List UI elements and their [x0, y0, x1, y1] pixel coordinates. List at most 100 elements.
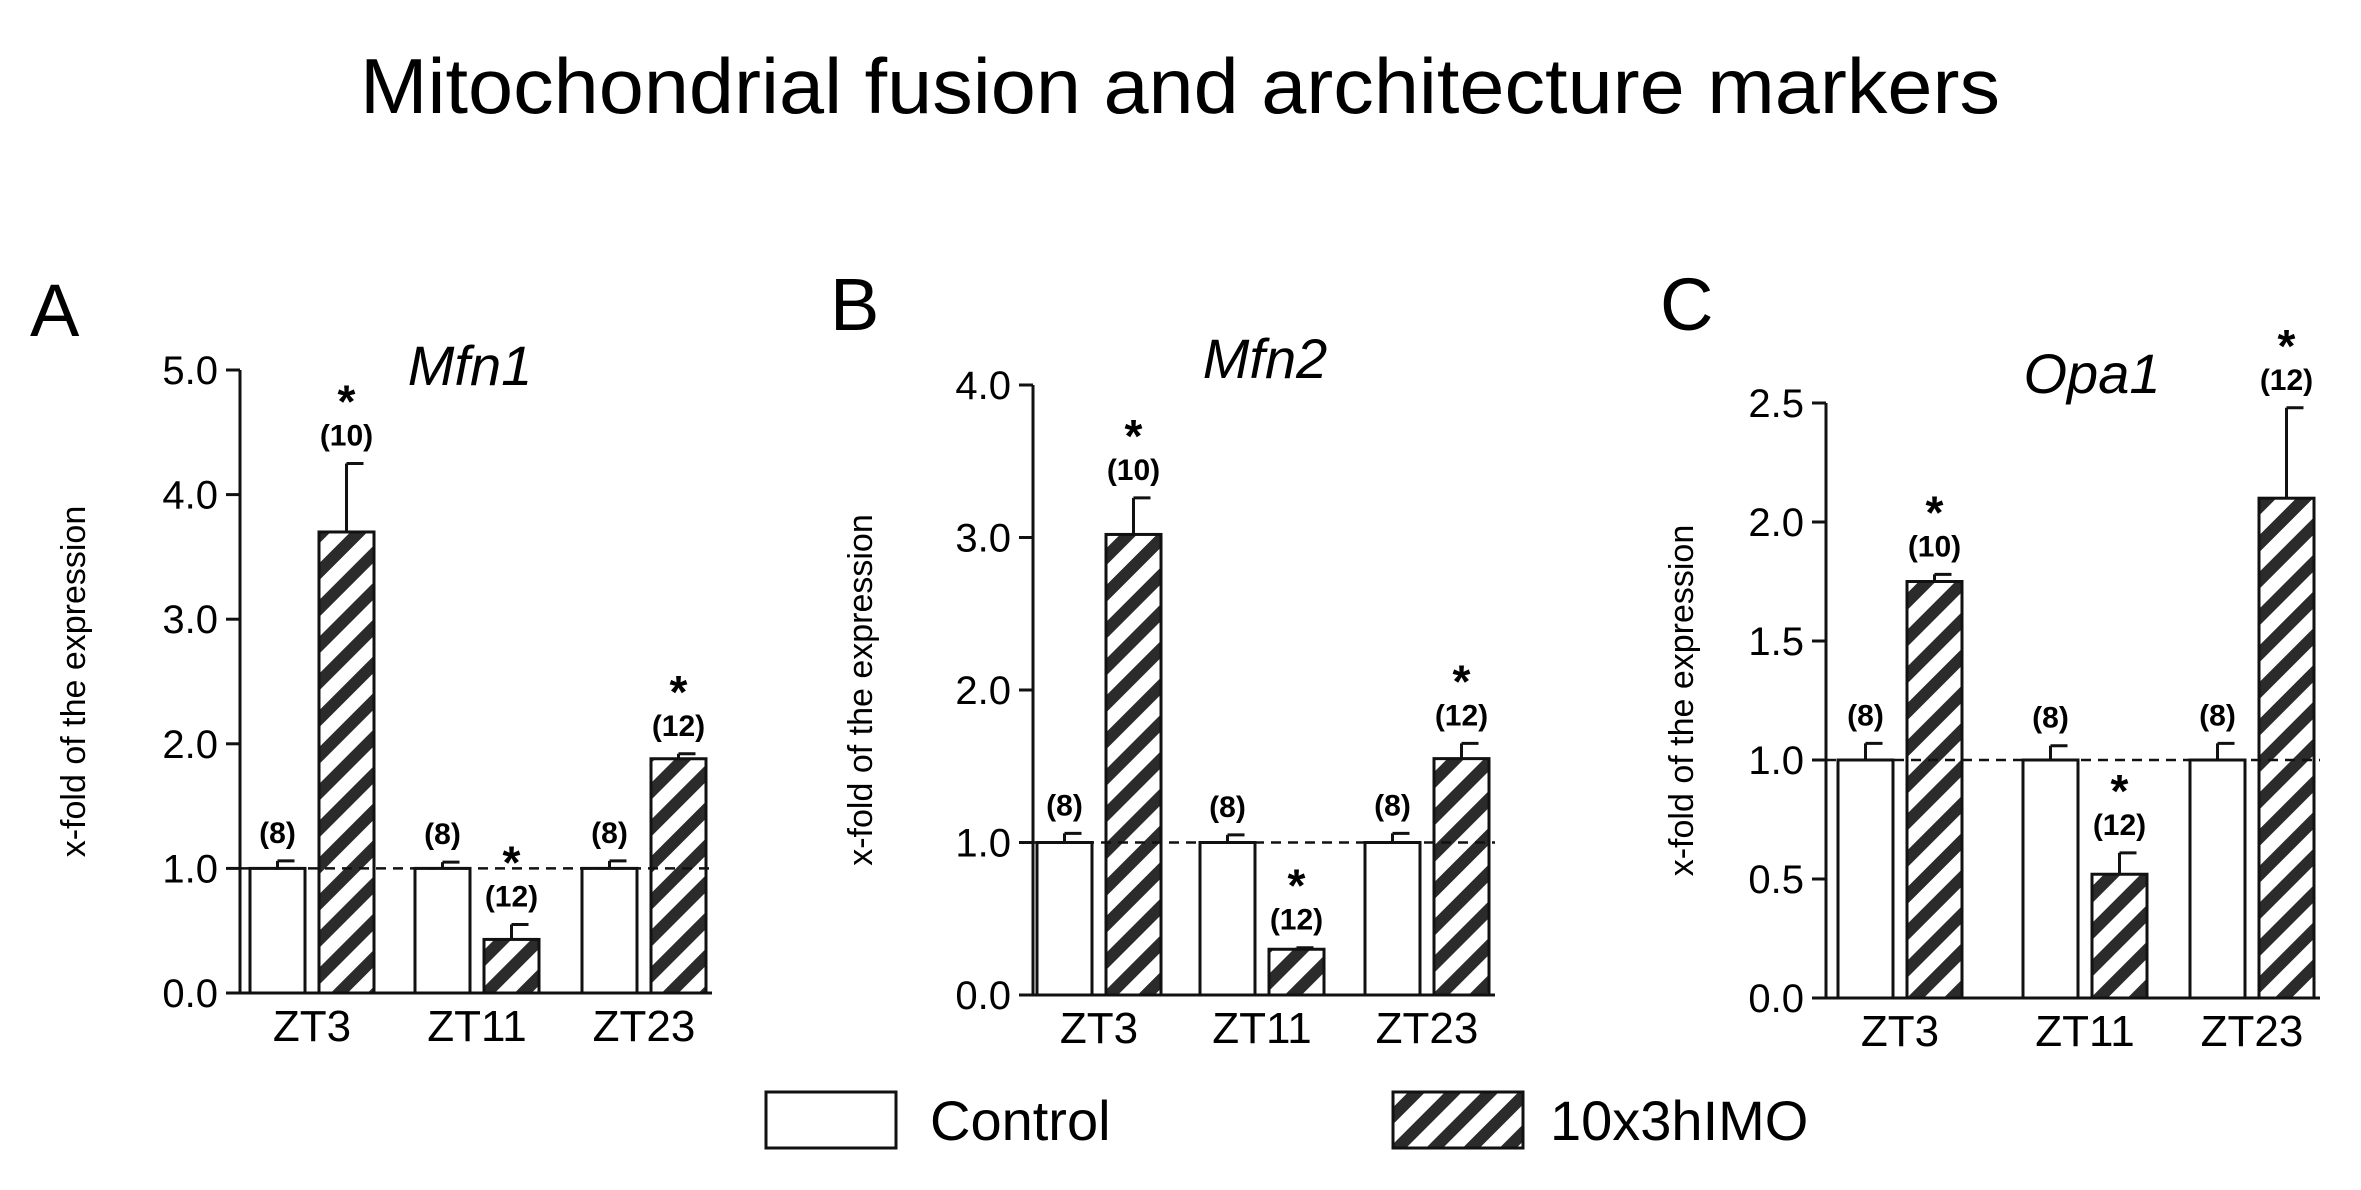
bar-group-zt3: (8) (10)* ZT3 [248, 375, 376, 1051]
significance-star: * [2278, 320, 2296, 372]
significance-star: * [2111, 765, 2129, 817]
bar-imo [1905, 580, 1964, 1000]
bar-control [2188, 758, 2247, 1000]
bar-imo [317, 530, 376, 995]
x-category-label: ZT11 [1212, 1004, 1311, 1053]
y-tick-label: 0.0 [1748, 977, 1804, 1021]
bar-group-zt3: (8) (10)* ZT3 [1836, 486, 1964, 1056]
x-category-label: ZT3 [1060, 1004, 1138, 1053]
bar-control [248, 866, 307, 995]
y-tick-label: 3.0 [955, 517, 1011, 561]
x-category-label: ZT3 [273, 1002, 351, 1051]
y-tick-label: 1.0 [162, 847, 218, 891]
legend-swatch [764, 1090, 898, 1150]
y-tick-label: 0.0 [955, 974, 1011, 1018]
panel-letter: C [1660, 263, 1713, 346]
n-label: (12) [652, 710, 705, 743]
y-tick-label: 1.0 [955, 822, 1011, 866]
legend-label: 10x3hIMO [1550, 1089, 1808, 1152]
n-label: (10) [1107, 454, 1160, 487]
x-category-label: ZT11 [427, 1002, 526, 1051]
bar-group-zt23: (8) (12)* ZT23 [2188, 320, 2316, 1056]
bar-group-zt11: (8) (12)* ZT11 [2021, 702, 2149, 1056]
x-category-label: ZT3 [1861, 1007, 1939, 1056]
bar-control [1198, 841, 1257, 997]
significance-star: * [1926, 486, 1944, 538]
n-label: (8) [2199, 699, 2236, 732]
y-tick-label: 3.0 [162, 598, 218, 642]
n-label: (12) [485, 880, 538, 913]
y-tick-label: 2.5 [1748, 382, 1804, 426]
bar-group-zt3: (8) (10)* ZT3 [1035, 410, 1163, 1053]
n-label: (8) [1046, 789, 1083, 822]
n-label: (12) [1270, 904, 1323, 937]
panels: A Mfn1 x-fold of the expression 0.0 1.0 2.0 3.… [30, 263, 2320, 1056]
significance-star: * [1453, 655, 1471, 707]
significance-star: * [503, 836, 521, 888]
panel-title: Mfn1 [408, 334, 533, 397]
y-axis-label: x-fold of the expression [1663, 525, 1701, 877]
bar-group-zt11: (8) (12)* ZT11 [1198, 791, 1326, 1053]
y-tick-label: 0.5 [1748, 858, 1804, 902]
x-category-label: ZT23 [593, 1002, 696, 1051]
y-tick-label: 2.0 [162, 723, 218, 767]
n-label: (10) [1908, 530, 1961, 563]
bar-control [2021, 758, 2080, 1000]
n-label: (8) [591, 817, 628, 850]
y-tick-label: 2.0 [955, 669, 1011, 713]
panel-title: Mfn2 [1203, 327, 1328, 390]
n-label: (8) [424, 818, 461, 851]
n-label: (12) [2260, 364, 2313, 397]
y-tick-label: 5.0 [162, 349, 218, 393]
y-tick-label: 1.5 [1748, 620, 1804, 664]
y-tick-label: 4.0 [955, 364, 1011, 408]
x-category-label: ZT23 [1376, 1004, 1479, 1053]
legend: Control 10x3hIMO [764, 1089, 1808, 1152]
significance-star: * [338, 375, 356, 427]
bar-control [413, 866, 472, 995]
bar-control [1035, 841, 1094, 997]
legend-item-imo: 10x3hIMO [1391, 1089, 1808, 1152]
legend-label: Control [930, 1089, 1111, 1152]
bar-control [580, 866, 639, 995]
significance-star: * [670, 666, 688, 718]
n-label: (8) [2032, 702, 2069, 735]
y-tick-label: 2.0 [1748, 501, 1804, 545]
bar-imo [1432, 757, 1491, 997]
panel-letter: B [830, 263, 879, 346]
bar-imo [649, 757, 708, 995]
bar-group-zt23: (8) (12)* ZT23 [1363, 655, 1491, 1053]
bar-imo [2090, 872, 2149, 1000]
y-axis-label: x-fold of the expression [842, 514, 880, 866]
n-label: (8) [1847, 699, 1884, 732]
x-category-label: ZT11 [2035, 1007, 2134, 1056]
x-category-label: ZT23 [2201, 1007, 2304, 1056]
panel-letter: A [30, 269, 80, 352]
bar-group-zt11: (8) (12)* ZT11 [413, 818, 541, 1051]
bar-group-zt23: (8) (12)* ZT23 [580, 666, 708, 1051]
bar-imo [1104, 532, 1163, 997]
n-label: (8) [1209, 791, 1246, 824]
y-tick-label: 4.0 [162, 474, 218, 518]
y-tick-label: 1.0 [1748, 739, 1804, 783]
n-label: (8) [1374, 789, 1411, 822]
figure-title: Mitochondrial fusion and architecture ma… [360, 42, 2000, 130]
n-label: (8) [259, 817, 296, 850]
bar-imo [2257, 496, 2316, 1000]
n-label: (12) [1435, 699, 1488, 732]
panel-b: B Mfn2 x-fold of the expression 0.0 1.0 2.0 3.… [830, 263, 1495, 1053]
y-axis-label: x-fold of the expression [55, 506, 93, 858]
legend-swatch [1391, 1090, 1525, 1150]
significance-star: * [1288, 860, 1306, 912]
significance-star: * [1125, 410, 1143, 462]
n-label: (10) [320, 419, 373, 452]
panel-title: Opa1 [2024, 342, 2161, 405]
bar-imo [1267, 947, 1326, 997]
bar-imo [482, 937, 541, 995]
bar-control [1363, 841, 1422, 997]
n-label: (12) [2093, 809, 2146, 842]
bar-control [1836, 758, 1895, 1000]
